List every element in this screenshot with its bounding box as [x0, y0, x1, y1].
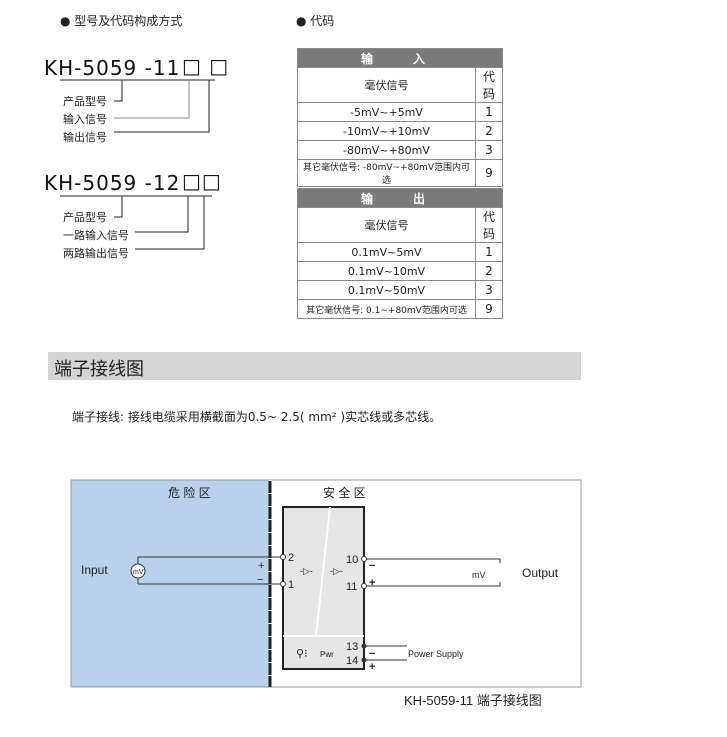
signal-cell: 0.1mV~10mV [297, 261, 476, 281]
minus-sign: − [257, 574, 263, 586]
terminal [361, 583, 367, 589]
signal-cell: 其它毫伏信号: -80mV~+80mV范围内可选 [297, 159, 476, 187]
code-cell: 9 [475, 159, 503, 187]
terminal-label: 11 [346, 581, 357, 593]
plus-sign: + [258, 560, 264, 572]
power-led-icon: ⚲⁝ [296, 648, 308, 660]
wiring-note: 端子接线: 接线电缆采用横截面为0.5~ 2.5( mm² )实芯线或多芯线。 [72, 410, 442, 424]
model1-label-product: 产品型号 [63, 95, 107, 108]
safe-zone-label: 安 全 区 [323, 485, 366, 500]
pwr-label: Pwr [320, 650, 334, 659]
mv-source-icon [130, 563, 146, 579]
table-title: 输 入 [297, 48, 503, 68]
plus-sign: + [369, 577, 375, 589]
terminal-label: 14 [346, 655, 358, 667]
model1-label-input: 输入信号 [63, 113, 107, 126]
hazard-zone-label: 危 险 区 [168, 485, 211, 500]
terminal-label: 13 [346, 641, 358, 653]
model2-label-output: 两路输出信号 [63, 247, 129, 260]
terminal-label: 2 [288, 552, 294, 564]
section-bar: 端子接线图 [48, 352, 581, 380]
amplifier-icon: -▷- [330, 566, 343, 576]
terminal [361, 657, 367, 663]
plus-sign: + [369, 661, 375, 673]
terminal [361, 643, 367, 649]
model2-code: KH-5059 -12 [44, 171, 181, 195]
model1-boxes: □ □ [182, 54, 230, 78]
terminal [361, 556, 367, 562]
model2-label-product: 产品型号 [63, 211, 107, 224]
model2-boxes: □□ [182, 169, 222, 193]
model1-code: KH-5059 -11 [44, 56, 181, 80]
model2-label-input: 一路输入信号 [63, 229, 129, 242]
minus-sign: − [369, 560, 375, 572]
code-cell: 9 [475, 299, 503, 319]
col-header: 代码 [475, 67, 503, 103]
signal-cell: -10mV~+10mV [297, 121, 476, 141]
terminal [280, 554, 286, 560]
input-label: Input [81, 563, 108, 577]
power-supply-label: Power Supply [408, 649, 464, 659]
signal-cell: -80mV~+80mV [297, 140, 476, 160]
diagram-caption: KH-5059-11 端子接线图 [404, 693, 542, 708]
code-heading: ● 代码 [296, 14, 335, 28]
signal-cell: 0.1mV~5mV [297, 242, 476, 262]
amplifier-icon: -▷- [300, 566, 313, 576]
terminal-label: 10 [346, 554, 358, 566]
col-header: 毫伏信号 [297, 207, 476, 243]
col-header: 代码 [475, 207, 503, 243]
section-title: 端子接线图 [54, 359, 144, 380]
terminal [280, 581, 286, 587]
table-title: 输 出 [297, 188, 503, 208]
isolator-module [282, 506, 365, 670]
output-wires [364, 558, 501, 661]
minus-sign: − [369, 648, 375, 660]
model-connectors [60, 79, 215, 250]
output-signal-label: mV [472, 570, 486, 580]
output-label: Output [522, 566, 559, 580]
model-heading: ● 型号及代码构成方式 [60, 14, 183, 28]
source-label: mV [133, 569, 144, 576]
terminal-label: 1 [288, 579, 294, 591]
model1-label-output: 输出信号 [63, 131, 107, 144]
input-wires [137, 556, 283, 585]
